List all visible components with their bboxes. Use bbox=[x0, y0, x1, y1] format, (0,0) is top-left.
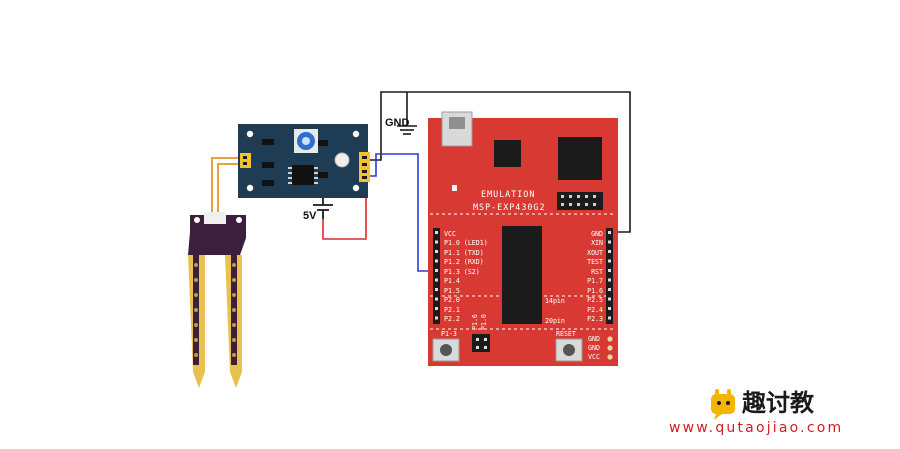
pin-label-vcc: VCC bbox=[444, 230, 456, 238]
right-header-pin-hole bbox=[608, 307, 611, 310]
pin-label-p2-5: P2.5 bbox=[587, 296, 603, 304]
signal-wire bbox=[368, 153, 436, 272]
right-header-pin-hole bbox=[608, 259, 611, 263]
right-header-pin-hole bbox=[608, 231, 611, 234]
pin-label-p1-1: P1.1 (TXD) bbox=[444, 249, 484, 257]
bottom-pin-gnd-1: GND bbox=[588, 335, 600, 343]
bottom-pin-gnd-2: GND bbox=[588, 344, 600, 352]
right-header-pin-hole bbox=[608, 288, 611, 291]
pin-label-p2-4: P2.4 bbox=[587, 306, 603, 314]
right-header-pin-hole bbox=[608, 297, 611, 301]
socket-label-14: 14pin bbox=[545, 297, 565, 305]
left-header-pin-hole bbox=[435, 288, 438, 291]
left-header-pin-hole bbox=[435, 259, 438, 263]
sensor-module bbox=[238, 124, 370, 198]
button-p1-3[interactable] bbox=[432, 338, 460, 362]
left-header-pin-hole bbox=[435, 297, 438, 301]
pin-label-p1-0: P1.0 (LED1) bbox=[444, 239, 488, 247]
vcc-label: 5V bbox=[303, 210, 317, 222]
left-header-pin-hole bbox=[435, 316, 438, 320]
left-header-pin-hole bbox=[435, 278, 438, 282]
right-header-pin-hole bbox=[608, 269, 611, 272]
left-header-pin-hole bbox=[435, 307, 438, 310]
reset-button[interactable] bbox=[555, 338, 583, 362]
brand-name: 趣讨教 bbox=[741, 389, 815, 417]
pin-label-p2-0: P2.0 bbox=[444, 296, 460, 304]
socket-label-20: 20pin bbox=[545, 317, 565, 325]
led-jumpers: P1.6 P1.0 bbox=[471, 314, 490, 352]
left-header-pin-hole bbox=[435, 250, 438, 253]
pin-label-p1-7: P1.7 bbox=[587, 277, 603, 285]
probe-wires bbox=[211, 157, 242, 217]
launchpad-board: EMULATION MSP-EXP430G2 14pin 20pin VCC P… bbox=[428, 111, 618, 366]
jumper-label-p1-0: P1.0 bbox=[480, 314, 488, 330]
pin-label-test: TEST bbox=[587, 258, 603, 266]
pin-label-gnd: GND bbox=[591, 230, 603, 238]
right-header-pin-hole bbox=[608, 240, 611, 244]
pin-label-p2-1: P2.1 bbox=[444, 306, 460, 314]
button-label-p1-3: P1-3 bbox=[441, 330, 457, 338]
ground-wire bbox=[368, 91, 631, 233]
pin-label-p1-4: P1.4 bbox=[444, 277, 460, 285]
pin-label-p2-2: P2.2 bbox=[444, 315, 460, 323]
right-header bbox=[606, 228, 613, 324]
brand-watermark: 趣讨教 www.qutaojiao.com bbox=[669, 389, 843, 436]
pin-label-xin: XIN bbox=[591, 239, 603, 247]
left-pin-labels: VCC P1.0 (LED1) P1.1 (TXD) P1.2 (RXD) P1… bbox=[444, 230, 488, 323]
pin-label-p1-5: P1.5 bbox=[444, 287, 460, 295]
pin-label-xout: XOUT bbox=[587, 249, 603, 257]
brand-logo-icon bbox=[711, 389, 735, 420]
jumper-label-p1-6: P1.6 bbox=[471, 314, 479, 330]
battery-symbol-icon bbox=[313, 198, 333, 219]
board-title-line2: MSP-EXP430G2 bbox=[473, 202, 546, 212]
bottom-power-pins: GND GND VCC bbox=[588, 335, 613, 361]
pin-label-p1-3: P1.3 (S2) bbox=[444, 268, 480, 276]
right-header-pin-hole bbox=[608, 278, 611, 282]
pin-label-p2-3: P2.3 bbox=[587, 315, 603, 323]
pin-label-p1-6: P1.6 bbox=[587, 287, 603, 295]
right-header-pin-hole bbox=[608, 316, 611, 320]
left-header-pin-hole bbox=[435, 269, 438, 272]
board-title-line1: EMULATION bbox=[481, 189, 535, 199]
left-header-pin-hole bbox=[435, 240, 438, 244]
ground-symbol-icon bbox=[397, 125, 417, 135]
gnd-label: GND bbox=[385, 117, 410, 129]
pin-label-p1-2: P1.2 (RXD) bbox=[444, 258, 484, 266]
button-label-reset: RESET bbox=[556, 330, 576, 338]
soil-probe bbox=[188, 212, 246, 388]
brand-url: www.qutaojiao.com bbox=[669, 420, 843, 436]
bottom-pin-vcc: VCC bbox=[588, 353, 600, 361]
left-header bbox=[433, 228, 440, 324]
right-pin-labels: GND XIN XOUT TEST RST P1.7 P1.6 P2.5 P2.… bbox=[587, 230, 603, 323]
pin-label-rst: RST bbox=[591, 268, 603, 276]
right-header-pin-hole bbox=[608, 250, 611, 253]
left-header-pin-hole bbox=[435, 231, 438, 234]
